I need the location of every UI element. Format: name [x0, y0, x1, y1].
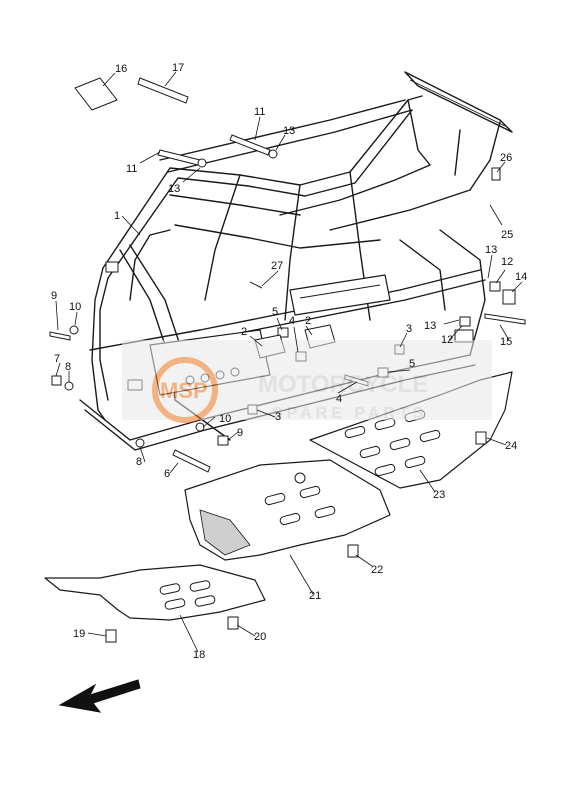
part-16-bag: [74, 77, 118, 111]
callout-13: 13: [485, 244, 497, 256]
callout-27: 27: [271, 260, 283, 272]
callout-23: 23: [433, 489, 445, 501]
callout-9: 9: [51, 290, 57, 302]
callout-24: 24: [505, 440, 517, 452]
callout-9: 9: [237, 427, 243, 439]
callout-3: 3: [406, 323, 412, 335]
callout-12: 12: [501, 256, 513, 268]
callout-22: 22: [371, 564, 383, 576]
callout-2: 2: [305, 315, 311, 327]
callout-25: 25: [501, 229, 513, 241]
callout-10: 10: [219, 413, 231, 425]
callout-4: 4: [336, 393, 342, 405]
watermark: MSP MOTORCYCLE SPARE PARTS: [122, 340, 492, 423]
callout-12: 12: [441, 334, 453, 346]
watermark-brand: MOTORCYCLE: [258, 371, 428, 398]
callout-13: 13: [168, 183, 180, 195]
callout-1: 1: [114, 210, 120, 222]
callout-8: 8: [136, 456, 142, 468]
skid-plate-18: [44, 564, 266, 621]
callout-17: 17: [172, 62, 184, 74]
callout-7: 7: [54, 353, 60, 365]
callout-15: 15: [500, 336, 512, 348]
skid-plate-21: [184, 459, 391, 561]
callout-5: 5: [272, 306, 278, 318]
watermark-badge: MSP: [160, 378, 208, 403]
watermark-sub: SPARE PARTS: [272, 405, 427, 422]
callout-4: 4: [289, 315, 295, 327]
watermark-badge-icon: [152, 357, 218, 423]
callout-18: 18: [193, 649, 205, 661]
part-17-rod: [137, 77, 189, 104]
callout-16: 16: [115, 63, 127, 75]
callout-26: 26: [500, 152, 512, 164]
callout-11: 11: [254, 106, 265, 118]
callout-20: 20: [254, 631, 266, 643]
callout-8: 8: [65, 361, 71, 373]
callout-13: 13: [424, 320, 436, 332]
callout-6: 6: [164, 468, 170, 480]
callout-14: 14: [515, 271, 527, 283]
leader-lines: [55, 71, 523, 653]
part-11-bolt: [229, 134, 271, 156]
callout-2: 2: [241, 326, 247, 338]
callout-3: 3: [275, 411, 281, 423]
callout-21: 21: [309, 590, 321, 602]
callout-labels: 16 17 11 13 11 13 1 26 25 13 12 14 27 9 …: [51, 62, 527, 661]
callout-5: 5: [409, 358, 415, 370]
callout-10: 10: [69, 301, 81, 313]
callout-13: 13: [283, 125, 295, 137]
direction-arrow-icon: [58, 679, 141, 713]
callout-11: 11: [126, 163, 137, 175]
callout-19: 19: [73, 628, 85, 640]
